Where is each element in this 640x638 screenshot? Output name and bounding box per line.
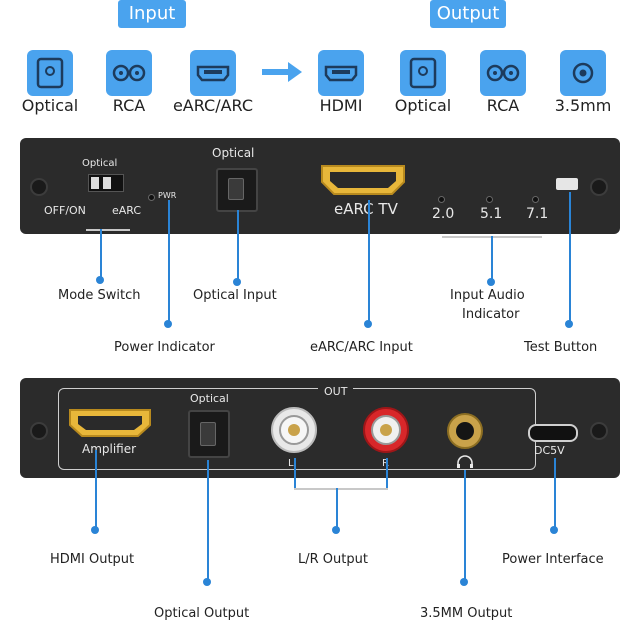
amplifier-hdmi-port[interactable] (68, 408, 152, 442)
output-rca-label: RCA (486, 96, 520, 115)
input-audio-indicator-callout-2: Indicator (462, 307, 520, 322)
out-label: OUT (324, 385, 348, 398)
switch-left-label: OFF/ON (44, 204, 86, 217)
screw (590, 178, 608, 196)
lr-output-callout: L/R Output (298, 552, 368, 567)
input-earc-label: eARC/ARC (172, 96, 254, 115)
switch-top-label: Optical (82, 158, 118, 169)
output-jack-label: 3.5mm (554, 96, 612, 115)
power-indicator-callout: Power Indicator (114, 340, 215, 355)
earc-tv-label: eARC TV (334, 200, 398, 218)
headphone-icon (456, 454, 474, 473)
indicator-led (532, 196, 539, 203)
pwr-label: PWR (158, 191, 177, 200)
dc5v-label: DC5V (534, 444, 565, 457)
rear-optical-label: Optical (190, 392, 229, 405)
amplifier-label: Amplifier (82, 442, 137, 456)
hdmi-port-icon (318, 50, 364, 96)
rca-red-port[interactable] (362, 406, 410, 458)
front-optical-label: Optical (212, 146, 255, 160)
optical-port-icon (400, 50, 446, 96)
input-audio-indicator-callout-1: Input Audio (450, 288, 525, 303)
audio-jack-port[interactable] (446, 412, 484, 454)
output-hdmi-label: HDMI (319, 96, 363, 115)
front-panel: Optical OFF/ON eARC PWR Optical eARC TV … (20, 138, 620, 234)
out-label-wrap: OUT (318, 380, 354, 399)
indicator-led (438, 196, 445, 203)
l-label: L (288, 458, 294, 469)
optical-input-callout: Optical Input (193, 288, 277, 303)
mode-switch[interactable] (88, 174, 124, 192)
screw (30, 178, 48, 196)
rca-port-icon (480, 50, 526, 96)
test-button[interactable] (556, 178, 578, 190)
output-optical-label: Optical (394, 96, 452, 115)
input-optical-label: Optical (21, 96, 79, 115)
rca-white-port[interactable] (270, 406, 318, 458)
rear-panel: OUT Amplifier Optical L R DC5V (20, 378, 620, 478)
screw (30, 422, 48, 440)
optical-output-port[interactable] (188, 410, 230, 458)
optical-input-port[interactable] (216, 168, 258, 212)
indicator-label: 5.1 (480, 206, 503, 222)
indicator-led (486, 196, 493, 203)
hdmi-port-icon (190, 50, 236, 96)
output-title: Output (430, 0, 506, 28)
screw (590, 422, 608, 440)
earc-hdmi-port[interactable] (320, 164, 406, 200)
arrow-right-icon (262, 62, 302, 86)
power-interface-callout: Power Interface (502, 552, 604, 567)
hdmi-output-callout: HDMI Output (50, 552, 135, 567)
switch-right-label: eARC (112, 204, 142, 217)
rca-port-icon (106, 50, 152, 96)
input-title: Input (118, 0, 186, 28)
indicator-label: 7.1 (526, 206, 549, 222)
optical-output-callout: Optical Output (154, 606, 250, 621)
usb-c-power-port[interactable] (528, 424, 578, 442)
optical-port-icon (27, 50, 73, 96)
earc-input-callout: eARC/ARC Input (310, 340, 413, 355)
power-led (148, 194, 155, 201)
jack-output-callout: 3.5MM Output (420, 606, 513, 621)
r-label: R (382, 458, 389, 469)
mode-switch-callout: Mode Switch (58, 288, 141, 303)
indicator-label: 2.0 (432, 206, 455, 222)
input-rca-label: RCA (112, 96, 146, 115)
audio-jack-icon (560, 50, 606, 96)
test-button-callout: Test Button (524, 340, 598, 355)
